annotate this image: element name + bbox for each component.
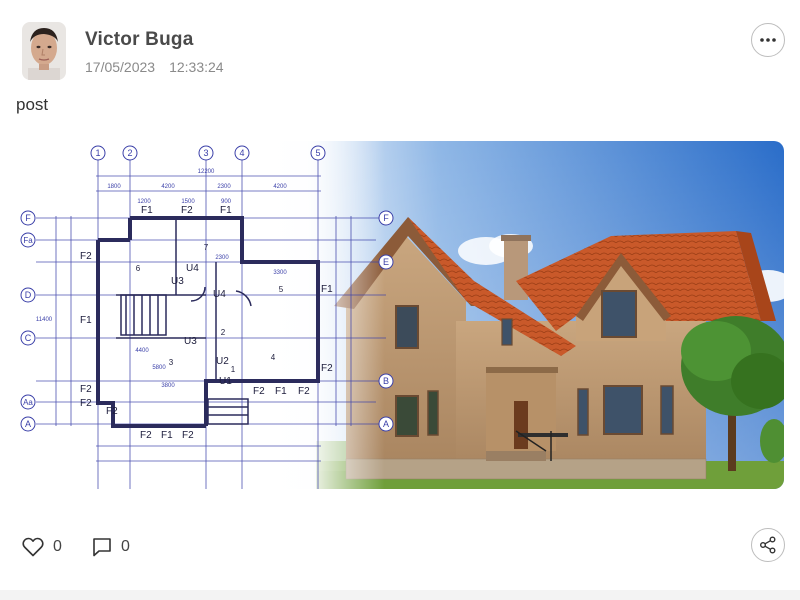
blueprint-room-number: 6 bbox=[136, 264, 141, 273]
blueprint-room-number: 3 bbox=[169, 358, 174, 367]
blueprint-row-e: E bbox=[383, 257, 389, 267]
post-timestamp: 17/05/2023 12:33:24 bbox=[85, 59, 224, 75]
share-button[interactable] bbox=[751, 528, 785, 562]
blueprint-room-number: 2 bbox=[221, 328, 226, 337]
blueprint-room-number: 1 bbox=[231, 365, 236, 374]
blueprint-label: F1 bbox=[275, 386, 287, 397]
blueprint-label: F1 bbox=[80, 315, 92, 326]
post-image[interactable]: 1 2 3 4 5 F Fa E D C B Aa A F A F1 F2 F1 bbox=[16, 141, 784, 489]
blueprint-dim: 4400 bbox=[135, 348, 149, 354]
blueprint-label: U2 bbox=[216, 356, 229, 367]
blueprint-row-d: D bbox=[25, 290, 32, 300]
blueprint-row-a-right: A bbox=[383, 419, 389, 429]
post-menu-button[interactable] bbox=[751, 23, 785, 57]
blueprint-row-a: A bbox=[25, 419, 31, 429]
blueprint-label: U4 bbox=[213, 289, 226, 300]
blueprint-row-f: F bbox=[25, 213, 31, 223]
blueprint-label: F2 bbox=[181, 205, 193, 216]
blueprint-row-c: C bbox=[25, 333, 32, 343]
blueprint-label: F2 bbox=[321, 363, 333, 374]
post-text: post bbox=[16, 95, 49, 114]
post-time: 12:33:24 bbox=[169, 59, 224, 75]
blueprint-col-5: 5 bbox=[315, 148, 320, 158]
blueprint-row-fa: Fa bbox=[23, 236, 33, 245]
blueprint-dim: 11400 bbox=[36, 317, 53, 323]
blueprint-label: F2 bbox=[182, 430, 194, 441]
blueprint-col-1: 1 bbox=[95, 148, 100, 158]
house-blueprint-image: 1 2 3 4 5 F Fa E D C B Aa A F A F1 F2 F1 bbox=[16, 141, 784, 489]
blueprint-label: F2 bbox=[80, 398, 92, 409]
blueprint-dim: 1500 bbox=[181, 199, 195, 205]
blueprint-row-aa: Aa bbox=[23, 398, 33, 407]
blueprint-label: F2 bbox=[106, 406, 118, 417]
like-button[interactable]: 0 bbox=[22, 537, 62, 557]
blueprint-label: U3 bbox=[171, 276, 184, 287]
blueprint-dim: 12200 bbox=[198, 169, 215, 175]
blueprint-row-b: B bbox=[383, 376, 389, 386]
blueprint-col-4: 4 bbox=[239, 148, 244, 158]
blueprint-dim: 2300 bbox=[215, 255, 229, 261]
blueprint-dim: 4200 bbox=[161, 184, 175, 190]
author-avatar[interactable] bbox=[22, 22, 66, 80]
heart-outline-icon bbox=[22, 537, 44, 557]
blueprint-dim: 2300 bbox=[217, 184, 231, 190]
like-count: 0 bbox=[53, 538, 62, 555]
blueprint-label: U3 bbox=[184, 336, 197, 347]
more-horizontal-icon bbox=[760, 38, 776, 42]
post-date: 17/05/2023 bbox=[85, 59, 156, 75]
blueprint-col-3: 3 bbox=[203, 148, 208, 158]
speech-bubble-icon bbox=[93, 538, 111, 557]
blueprint-dim: 1800 bbox=[107, 184, 121, 190]
blueprint-row-f-right: F bbox=[383, 213, 389, 223]
blueprint-dim: 4200 bbox=[273, 184, 287, 190]
blueprint-dim: 3800 bbox=[161, 383, 175, 389]
footer-divider bbox=[0, 590, 800, 600]
blueprint-room-number: 7 bbox=[204, 243, 209, 252]
blueprint-dim: 900 bbox=[221, 199, 232, 205]
blueprint-col-2: 2 bbox=[127, 148, 132, 158]
blueprint-room-number: 5 bbox=[279, 285, 284, 294]
blueprint-label: F1 bbox=[161, 430, 173, 441]
blueprint-label: F2 bbox=[140, 430, 152, 441]
blueprint-dim: 1200 bbox=[137, 199, 151, 205]
blueprint-room-number: 4 bbox=[271, 353, 276, 362]
blueprint-label: F2 bbox=[80, 384, 92, 395]
blueprint-label: F1 bbox=[220, 205, 232, 216]
blueprint-label: F1 bbox=[321, 284, 333, 295]
blueprint-label: U4 bbox=[186, 263, 199, 274]
blueprint-label: F2 bbox=[80, 251, 92, 262]
blueprint-label: F1 bbox=[141, 205, 153, 216]
blueprint-label: F2 bbox=[298, 386, 310, 397]
comment-button[interactable]: 0 bbox=[92, 537, 130, 557]
blueprint-label: U1 bbox=[219, 376, 232, 387]
blueprint-dim: 3300 bbox=[273, 270, 287, 276]
comment-count: 0 bbox=[121, 538, 130, 555]
author-name[interactable]: Victor Buga bbox=[85, 29, 194, 50]
blueprint-dim: 5800 bbox=[152, 365, 166, 371]
share-nodes-icon bbox=[760, 536, 776, 554]
blueprint-label: F2 bbox=[253, 386, 265, 397]
